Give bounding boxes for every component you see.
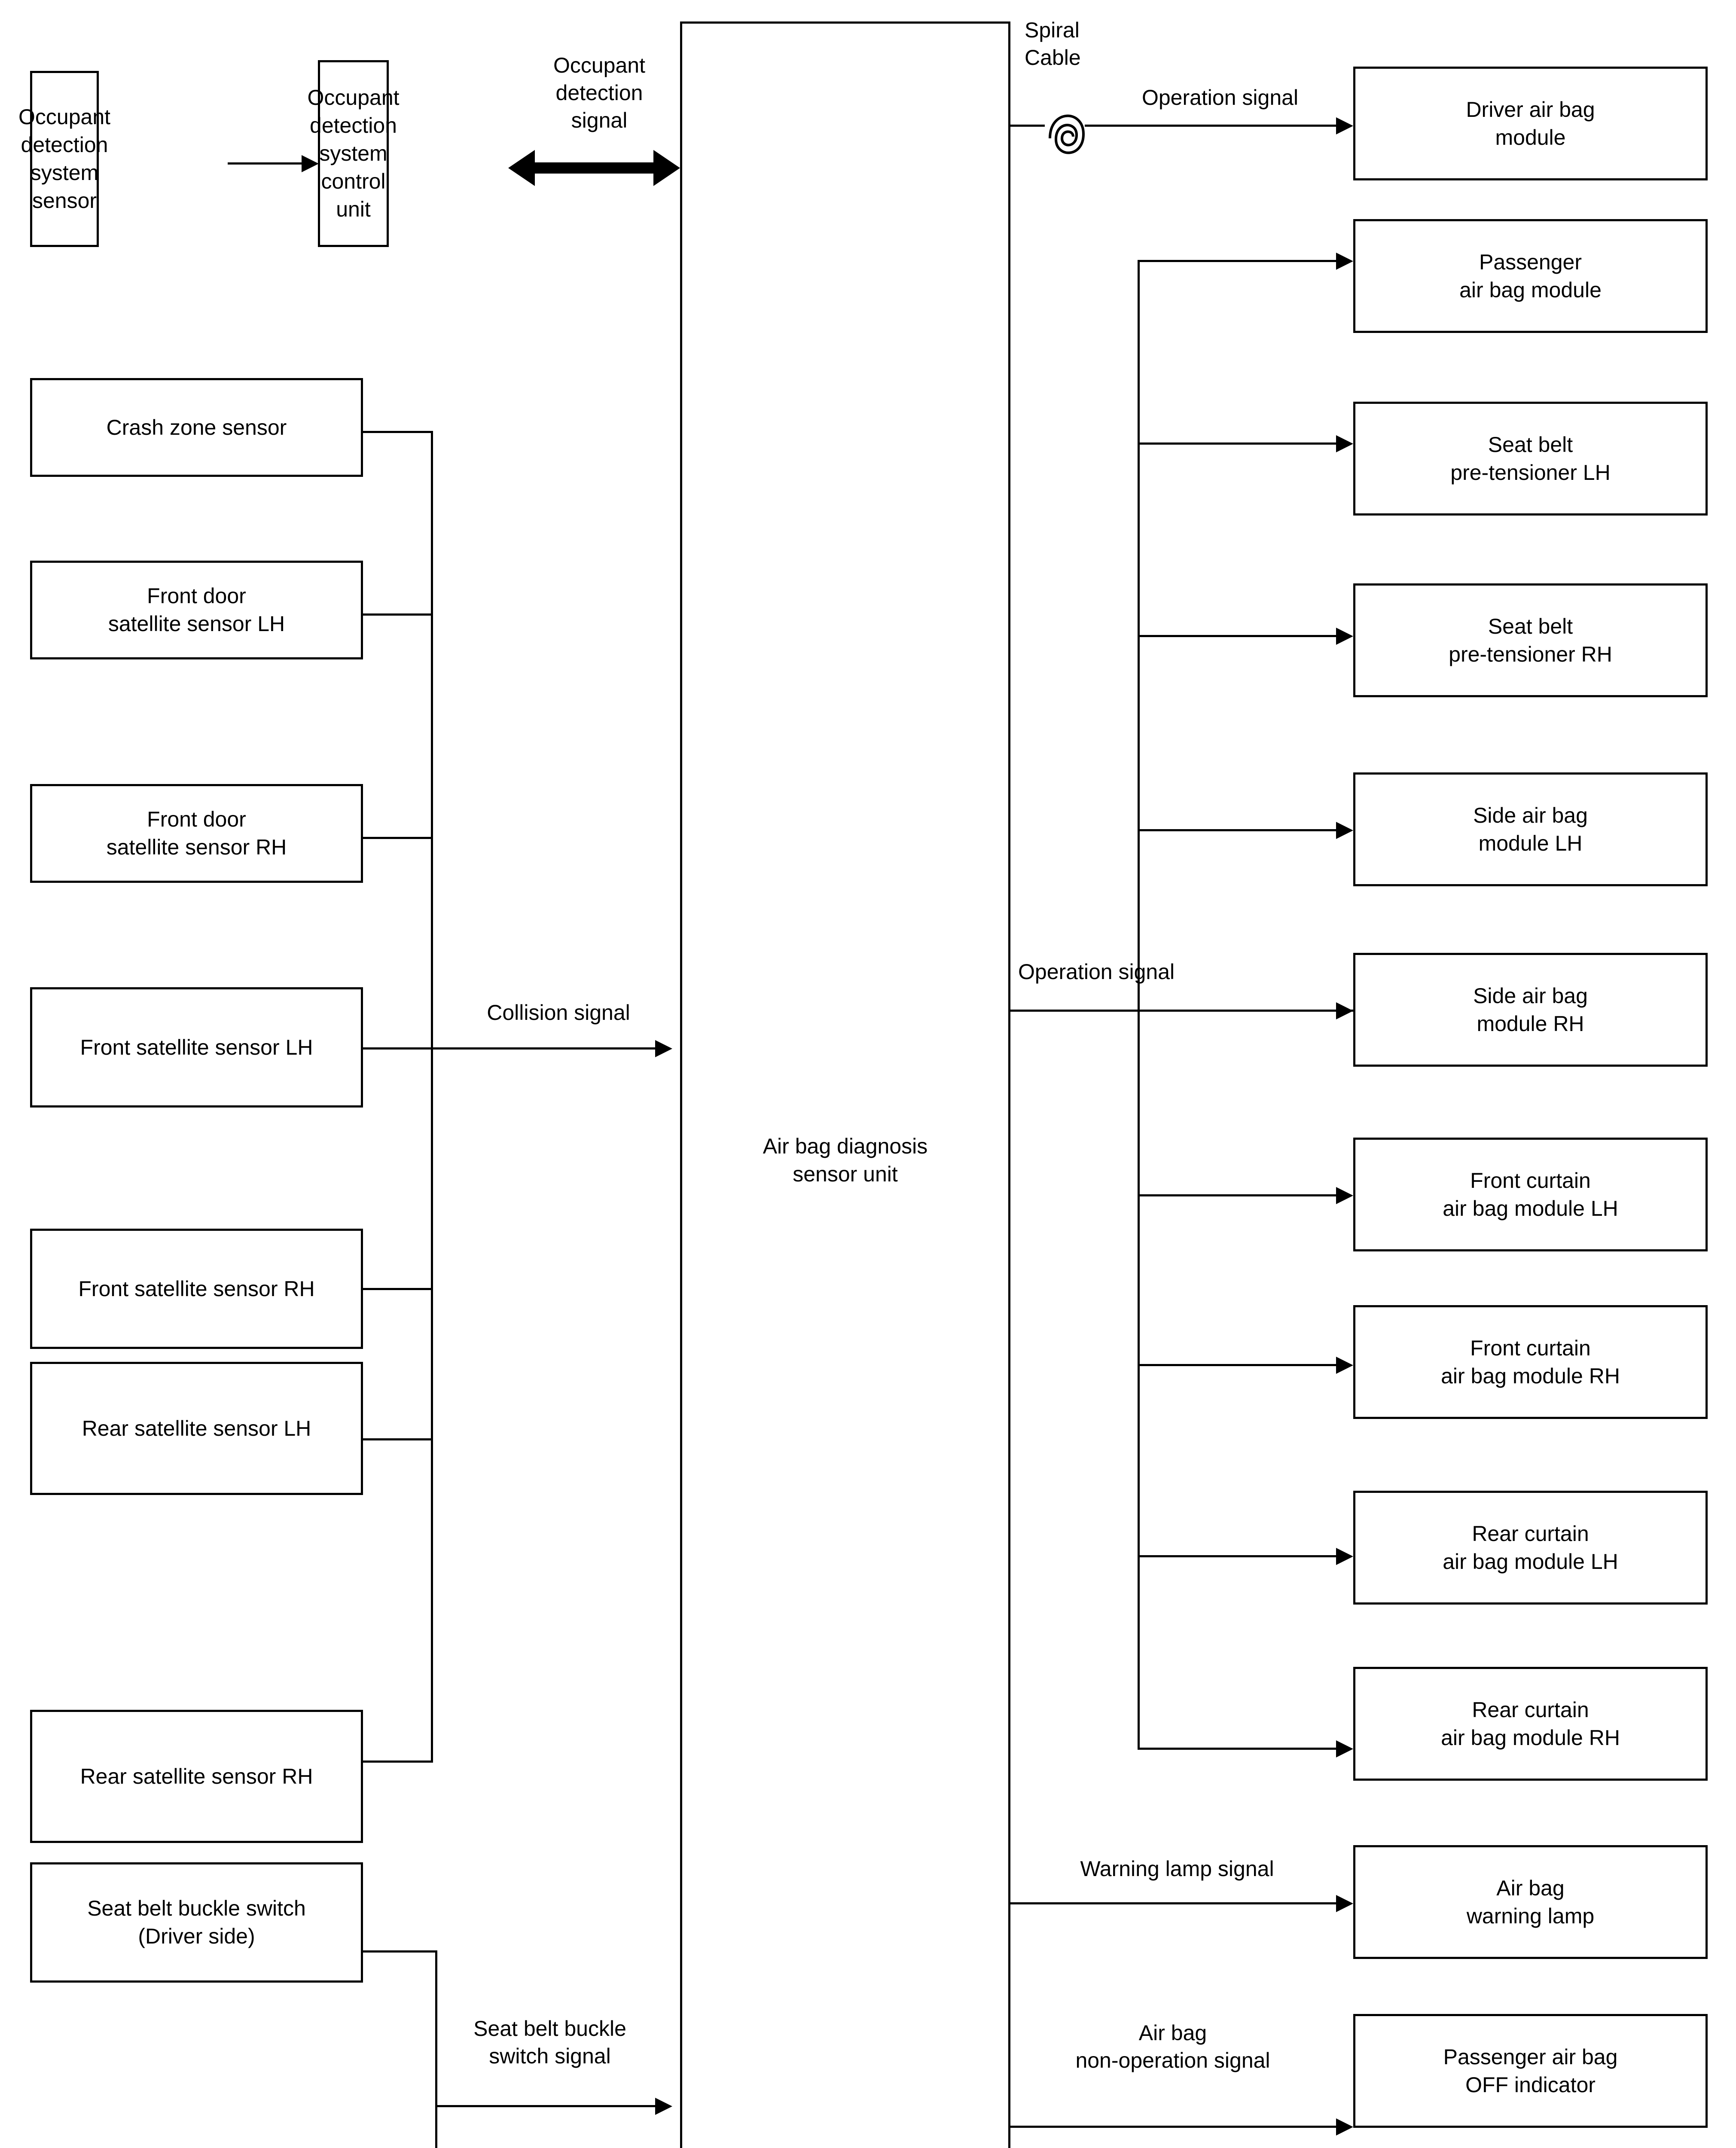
seat-belt-pre-tensioner-rh-box: Seat belt pre-tensioner RH: [1353, 583, 1708, 697]
side-air-bag-module-lh-branch-line: [1138, 829, 1339, 831]
operation-signal-trunk-arrowhead: [1336, 1002, 1353, 1019]
side-air-bag-module-lh-box: Side air bag module LH: [1353, 772, 1708, 886]
rear-curtain-rh-branch-line: [1138, 1748, 1339, 1750]
collision-signal-bus-vertical: [431, 431, 433, 1763]
spiral-cable-inlet-line: [1010, 125, 1045, 127]
side-air-bag-module-lh-arrowhead: [1336, 822, 1353, 839]
warning-lamp-signal-label: Warning lamp signal: [1080, 1857, 1274, 1881]
buckle-switch-bus-vertical: [435, 1950, 437, 2148]
rear-curtain-rh-arrowhead: [1336, 1740, 1353, 1757]
operation-signal-label: Operation signal: [1018, 960, 1175, 984]
front-door-satellite-sensor-lh-box: Front door satellite sensor LH: [30, 561, 363, 659]
rear-satellite-rh-stub: [363, 1761, 432, 1763]
front-curtain-lh-branch-line: [1138, 1194, 1339, 1196]
seat-belt-pre-tensioner-rh-arrowhead: [1336, 628, 1353, 645]
rear-curtain-lh-branch-line: [1138, 1555, 1339, 1557]
front-curtain-air-bag-module-rh-box: Front curtain air bag module RH: [1353, 1305, 1708, 1419]
passenger-air-bag-branch-line: [1138, 260, 1339, 262]
collision-signal-main-line: [363, 1047, 655, 1050]
front-curtain-rh-branch-line: [1138, 1364, 1339, 1366]
operation-signal-bus-vertical: [1138, 260, 1140, 1748]
non-operation-signal-label: Air bag non-operation signal: [1075, 2021, 1270, 2072]
occupant-detection-system-sensor-box: Occupant detection system sensor: [18, 71, 110, 247]
air-bag-warning-lamp-box: Air bag warning lamp: [1353, 1845, 1708, 1959]
front-curtain-rh-arrowhead: [1336, 1357, 1353, 1374]
warning-lamp-signal-arrowhead: [1336, 1895, 1353, 1912]
crash-zone-sensor-stub: [363, 431, 432, 433]
buckle-switch-signal-arrowhead: [655, 2098, 672, 2115]
front-door-satellite-rh-stub: [363, 837, 432, 839]
rear-satellite-sensor-lh-box: Rear satellite sensor LH: [30, 1362, 363, 1495]
buckle-switch-signal-label: Seat belt buckle switch signal: [473, 2017, 626, 2068]
driver-operation-signal-line: [1085, 125, 1338, 127]
seat-belt-buckle-switch-driver-box: Seat belt buckle switch (Driver side): [30, 1862, 363, 1983]
seat-belt-pre-tensioner-lh-branch-line: [1138, 442, 1339, 445]
seat-belt-pre-tensioner-lh-box: Seat belt pre-tensioner LH: [1353, 402, 1708, 516]
driver-air-bag-module-box: Driver air bag module: [1353, 67, 1708, 180]
rear-satellite-sensor-rh-box: Rear satellite sensor RH: [30, 1710, 363, 1843]
seat-belt-pre-tensioner-rh-branch-line: [1138, 635, 1339, 637]
collision-signal-arrowhead: [655, 1040, 672, 1057]
driver-operation-signal-label: Operation signal: [1141, 85, 1299, 110]
rear-satellite-lh-stub: [363, 1438, 432, 1440]
occupant-sensor-to-control-arrowhead: [302, 155, 319, 172]
passenger-air-bag-module-box: Passenger air bag module: [1353, 219, 1708, 333]
air-bag-diagnosis-sensor-unit-box: [680, 21, 1010, 2148]
buckle-switch-driver-stub: [363, 1950, 437, 1953]
side-air-bag-module-rh-box: Side air bag module RH: [1353, 953, 1708, 1067]
non-operation-signal-arrowhead: [1336, 2118, 1353, 2136]
buckle-switch-signal-main-line: [435, 2105, 655, 2107]
front-satellite-rh-stub: [363, 1288, 432, 1290]
rear-curtain-lh-arrowhead: [1336, 1548, 1353, 1565]
passenger-air-bag-arrowhead: [1336, 253, 1353, 270]
occupant-detection-signal-shaft: [533, 162, 657, 174]
operation-signal-trunk-line: [1010, 1010, 1355, 1012]
front-curtain-lh-arrowhead: [1336, 1187, 1353, 1204]
spiral-icon: [1049, 114, 1085, 154]
collision-signal-input-label: Collision signal: [487, 1001, 630, 1025]
rear-curtain-air-bag-module-lh-box: Rear curtain air bag module LH: [1353, 1491, 1708, 1605]
front-door-satellite-lh-stub: [363, 613, 432, 616]
front-door-satellite-sensor-rh-box: Front door satellite sensor RH: [30, 784, 363, 883]
spiral-cable-label: Spiral Cable: [1025, 18, 1081, 70]
front-curtain-air-bag-module-lh-box: Front curtain air bag module LH: [1353, 1138, 1708, 1251]
seat-belt-pre-tensioner-lh-arrowhead: [1336, 435, 1353, 452]
occupant-detection-signal-arrowhead-right: [653, 150, 680, 186]
crash-zone-sensor-box: Crash zone sensor: [30, 378, 363, 477]
occupant-detection-system-control-unit-box: Occupant detection system control unit: [308, 60, 400, 247]
front-satellite-sensor-rh-box: Front satellite sensor RH: [30, 1229, 363, 1349]
non-operation-signal-line: [1010, 2126, 1339, 2128]
driver-operation-signal-arrowhead: [1336, 117, 1353, 134]
front-satellite-sensor-lh-box: Front satellite sensor LH: [30, 987, 363, 1108]
occupant-sensor-to-control-line: [228, 162, 302, 165]
passenger-air-bag-off-indicator-box: Passenger air bag OFF indicator: [1353, 2014, 1708, 2128]
occupant-detection-signal-label: Occupant detection signal: [553, 53, 645, 132]
occupant-detection-signal-arrowhead-left: [508, 150, 535, 186]
rear-curtain-air-bag-module-rh-box: Rear curtain air bag module RH: [1353, 1667, 1708, 1781]
air-bag-diagnosis-sensor-unit-label: Air bag diagnosis sensor unit: [763, 1134, 928, 1186]
warning-lamp-signal-line: [1010, 1902, 1339, 1904]
